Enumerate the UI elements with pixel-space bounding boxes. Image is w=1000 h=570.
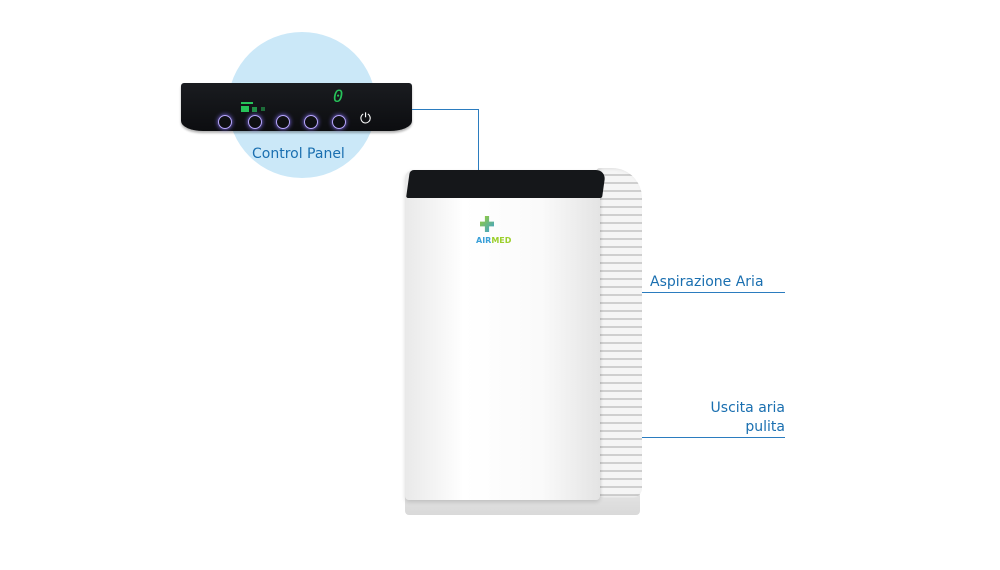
fan-level-indicator (241, 102, 253, 104)
control-panel-label: Control Panel (252, 146, 345, 162)
outlet-label-line1: Uscita aria (710, 400, 785, 416)
control-panel-closeup: 0 ⏻ (181, 83, 412, 131)
fan-speed-button[interactable] (248, 115, 262, 129)
purifier-body (405, 170, 600, 500)
fan-level-indicator (241, 106, 249, 112)
timer-button[interactable] (276, 115, 290, 129)
control-panel-leader-line (412, 109, 479, 110)
power-icon[interactable]: ⏻ (360, 111, 372, 127)
control-panel-leader-line (478, 109, 479, 179)
brand-air: AIR (476, 236, 492, 245)
side-air-intake-grille (596, 168, 642, 498)
air-intake-leader-line (642, 292, 785, 293)
filter-reset-button[interactable] (332, 115, 346, 129)
sleep-button[interactable] (218, 115, 232, 129)
purifier-top-panel (406, 170, 606, 198)
brand-med: MED (491, 236, 512, 245)
fan-level-indicator (261, 107, 265, 111)
brand-logo: AIRMED (476, 236, 511, 245)
fan-level-indicator (252, 107, 257, 112)
air-intake-label: Aspirazione Aria (650, 274, 764, 290)
outlet-leader-line (600, 437, 785, 438)
outlet-label-line2: pulita (745, 419, 785, 435)
display-digit: 0 (333, 87, 344, 107)
function-button[interactable] (304, 115, 318, 129)
